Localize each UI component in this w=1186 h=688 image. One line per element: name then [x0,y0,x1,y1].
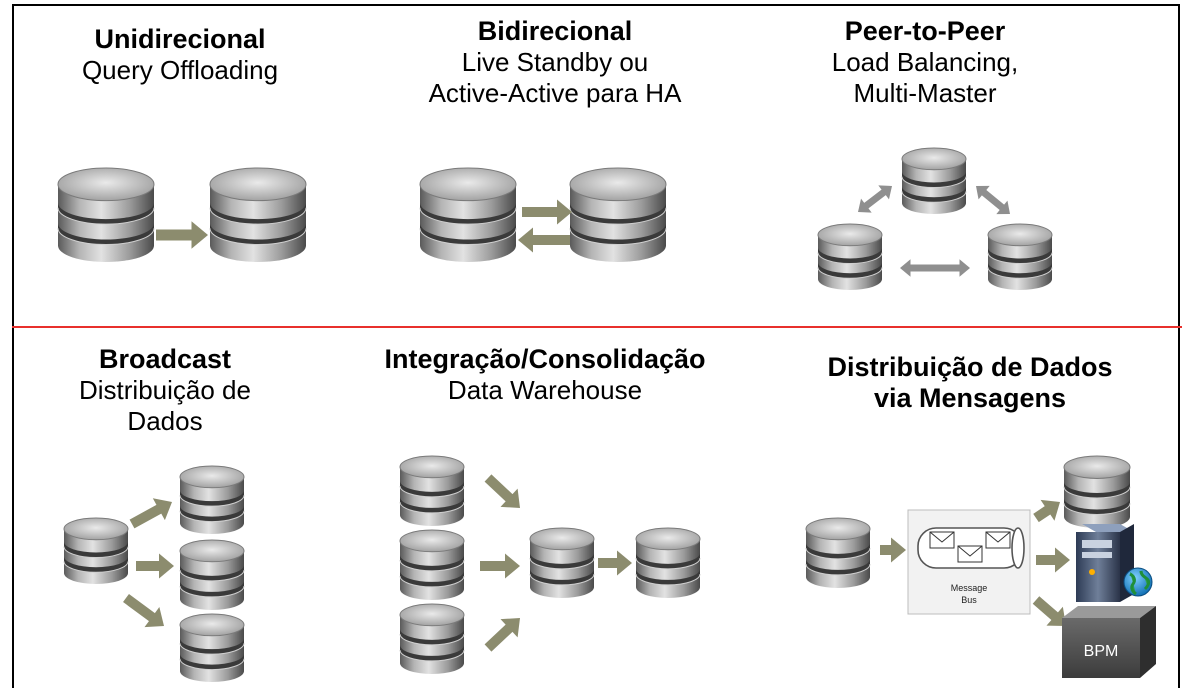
database-icon [179,613,245,682]
message-bus-label: Bus [961,595,977,605]
database-icon [179,465,245,534]
pattern-subtitle: Query Offloading [81,55,279,85]
heading-mensagens: Distribuição de Dados via Mensagens [790,352,1150,414]
diagram-frame [12,4,1180,688]
bpm-label: BPM [1084,643,1119,660]
heading-unidirecional: Unidirecional Query Offloading [60,24,300,86]
message-bus-label: Message [951,583,988,593]
arrow [880,537,906,563]
envelope-icon [957,545,983,563]
arrow [1036,547,1070,573]
pattern-title: Distribuição de Dados [827,352,1113,382]
pattern-title: Integração/Consolidação [384,344,706,374]
section-divider [12,326,1182,328]
server-icon [1076,524,1134,602]
pattern-subtitle: via Mensagens [873,383,1067,413]
double-arrow [900,259,970,277]
pattern-subtitle: Distribuição de [79,375,251,405]
database-icon [419,167,517,262]
arrow [484,618,520,652]
arrow [484,474,520,508]
pattern-subtitle: Live Standby ou [461,47,649,77]
arrow-group [123,185,1070,652]
database-icon [569,167,667,262]
database-icon [901,147,967,214]
message-bus: Message Bus [907,509,1031,615]
heading-broadcast: Broadcast Distribuição de Dados [45,344,285,437]
database-icon [635,527,701,598]
database-icon [1063,455,1131,529]
heading-integracao: Integração/Consolidação Data Warehouse [345,344,745,406]
double-arrow [857,185,892,213]
pattern-title: Peer-to-Peer [844,16,1006,46]
pattern-title: Broadcast [98,344,232,374]
envelope-icon [929,531,955,549]
pattern-subtitle: Multi-Master [853,78,997,108]
database-icon [399,603,465,674]
database-icon [57,167,155,262]
envelope-icon [985,531,1011,549]
arrow [522,199,572,225]
arrow [1033,499,1060,523]
database-icon [805,517,871,588]
database-icon [179,539,245,610]
arrow [598,550,632,576]
arrow [123,593,165,628]
pattern-subtitle: Dados [127,406,203,436]
database-group [57,147,1131,682]
arrow [1032,596,1067,627]
bpm-box: BPM [1062,606,1156,678]
arrow [129,498,172,529]
database-icon [209,167,307,262]
database-icon [63,517,129,584]
pattern-subtitle: Load Balancing, [831,47,1019,77]
database-icon [987,223,1053,290]
heading-peer-to-peer: Peer-to-Peer Load Balancing, Multi-Maste… [805,16,1045,109]
heading-bidirecional: Bidirecional Live Standby ou Active-Acti… [395,16,715,109]
pattern-title: Bidirecional [477,16,633,46]
globe-icon [1123,567,1153,597]
database-icon [399,455,465,526]
arrow [518,227,570,253]
pattern-subtitle: Active-Active para HA [428,78,682,108]
double-arrow [976,185,1010,215]
database-icon [399,529,465,600]
pattern-subtitle: Data Warehouse [447,375,643,405]
pattern-title: Unidirecional [94,24,266,54]
database-icon [817,223,883,290]
arrow [156,221,208,249]
arrow [480,553,520,579]
database-icon [529,527,595,598]
arrow [136,553,174,579]
